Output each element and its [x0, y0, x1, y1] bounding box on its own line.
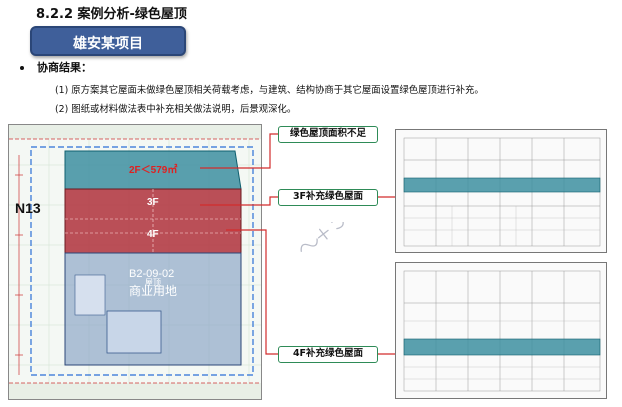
section-title: 8.2.2 案例分析-绿色屋顶 — [36, 7, 187, 22]
watermark — [300, 222, 344, 252]
land-use: 商业用地 — [129, 283, 177, 298]
project-badge: 雄安某项目 — [30, 26, 186, 56]
floor-plan-4f-drawing — [403, 270, 601, 392]
block-code: N13 — [15, 200, 41, 216]
consult-result-line-2: (2) 图纸或材料做法表中补充相关做法说明，后景观深化。 — [55, 104, 297, 115]
project-badge-label: 雄安某项目 — [73, 36, 143, 52]
bullet-dot — [20, 66, 24, 70]
site-plan-drawing: 2F＜579㎡ 3F 4F N13 B2-09-02 商业用地 屋顶 — [9, 125, 261, 399]
roof-label: 屋顶 — [145, 278, 161, 287]
callout-green-roof-insufficient: 绿色屋顶面积不足 — [278, 126, 378, 143]
callout-3f-green-roof: 3F补充绿色屋面 — [278, 189, 378, 206]
floor-plan-3f-image — [395, 129, 607, 253]
floor-plan-4f-image — [395, 262, 607, 399]
consult-result-line-1: (1) 原方案其它屋面未做绿色屋顶相关荷载考虑，与建筑、结构协商于其它屋面设置绿… — [55, 85, 484, 96]
callout-4f-green-roof: 4F补充绿色屋面 — [278, 346, 378, 363]
label-2f: 2F＜579㎡ — [129, 163, 177, 176]
land-code: B2-09-02 — [129, 268, 174, 280]
floor-plan-3f-drawing — [403, 137, 601, 247]
site-plan-image: 2F＜579㎡ 3F 4F N13 B2-09-02 商业用地 屋顶 — [8, 124, 262, 400]
label-3f: 3F — [147, 197, 159, 208]
consult-result-heading: 协商结果： — [37, 61, 92, 74]
label-4f: 4F — [147, 229, 159, 240]
